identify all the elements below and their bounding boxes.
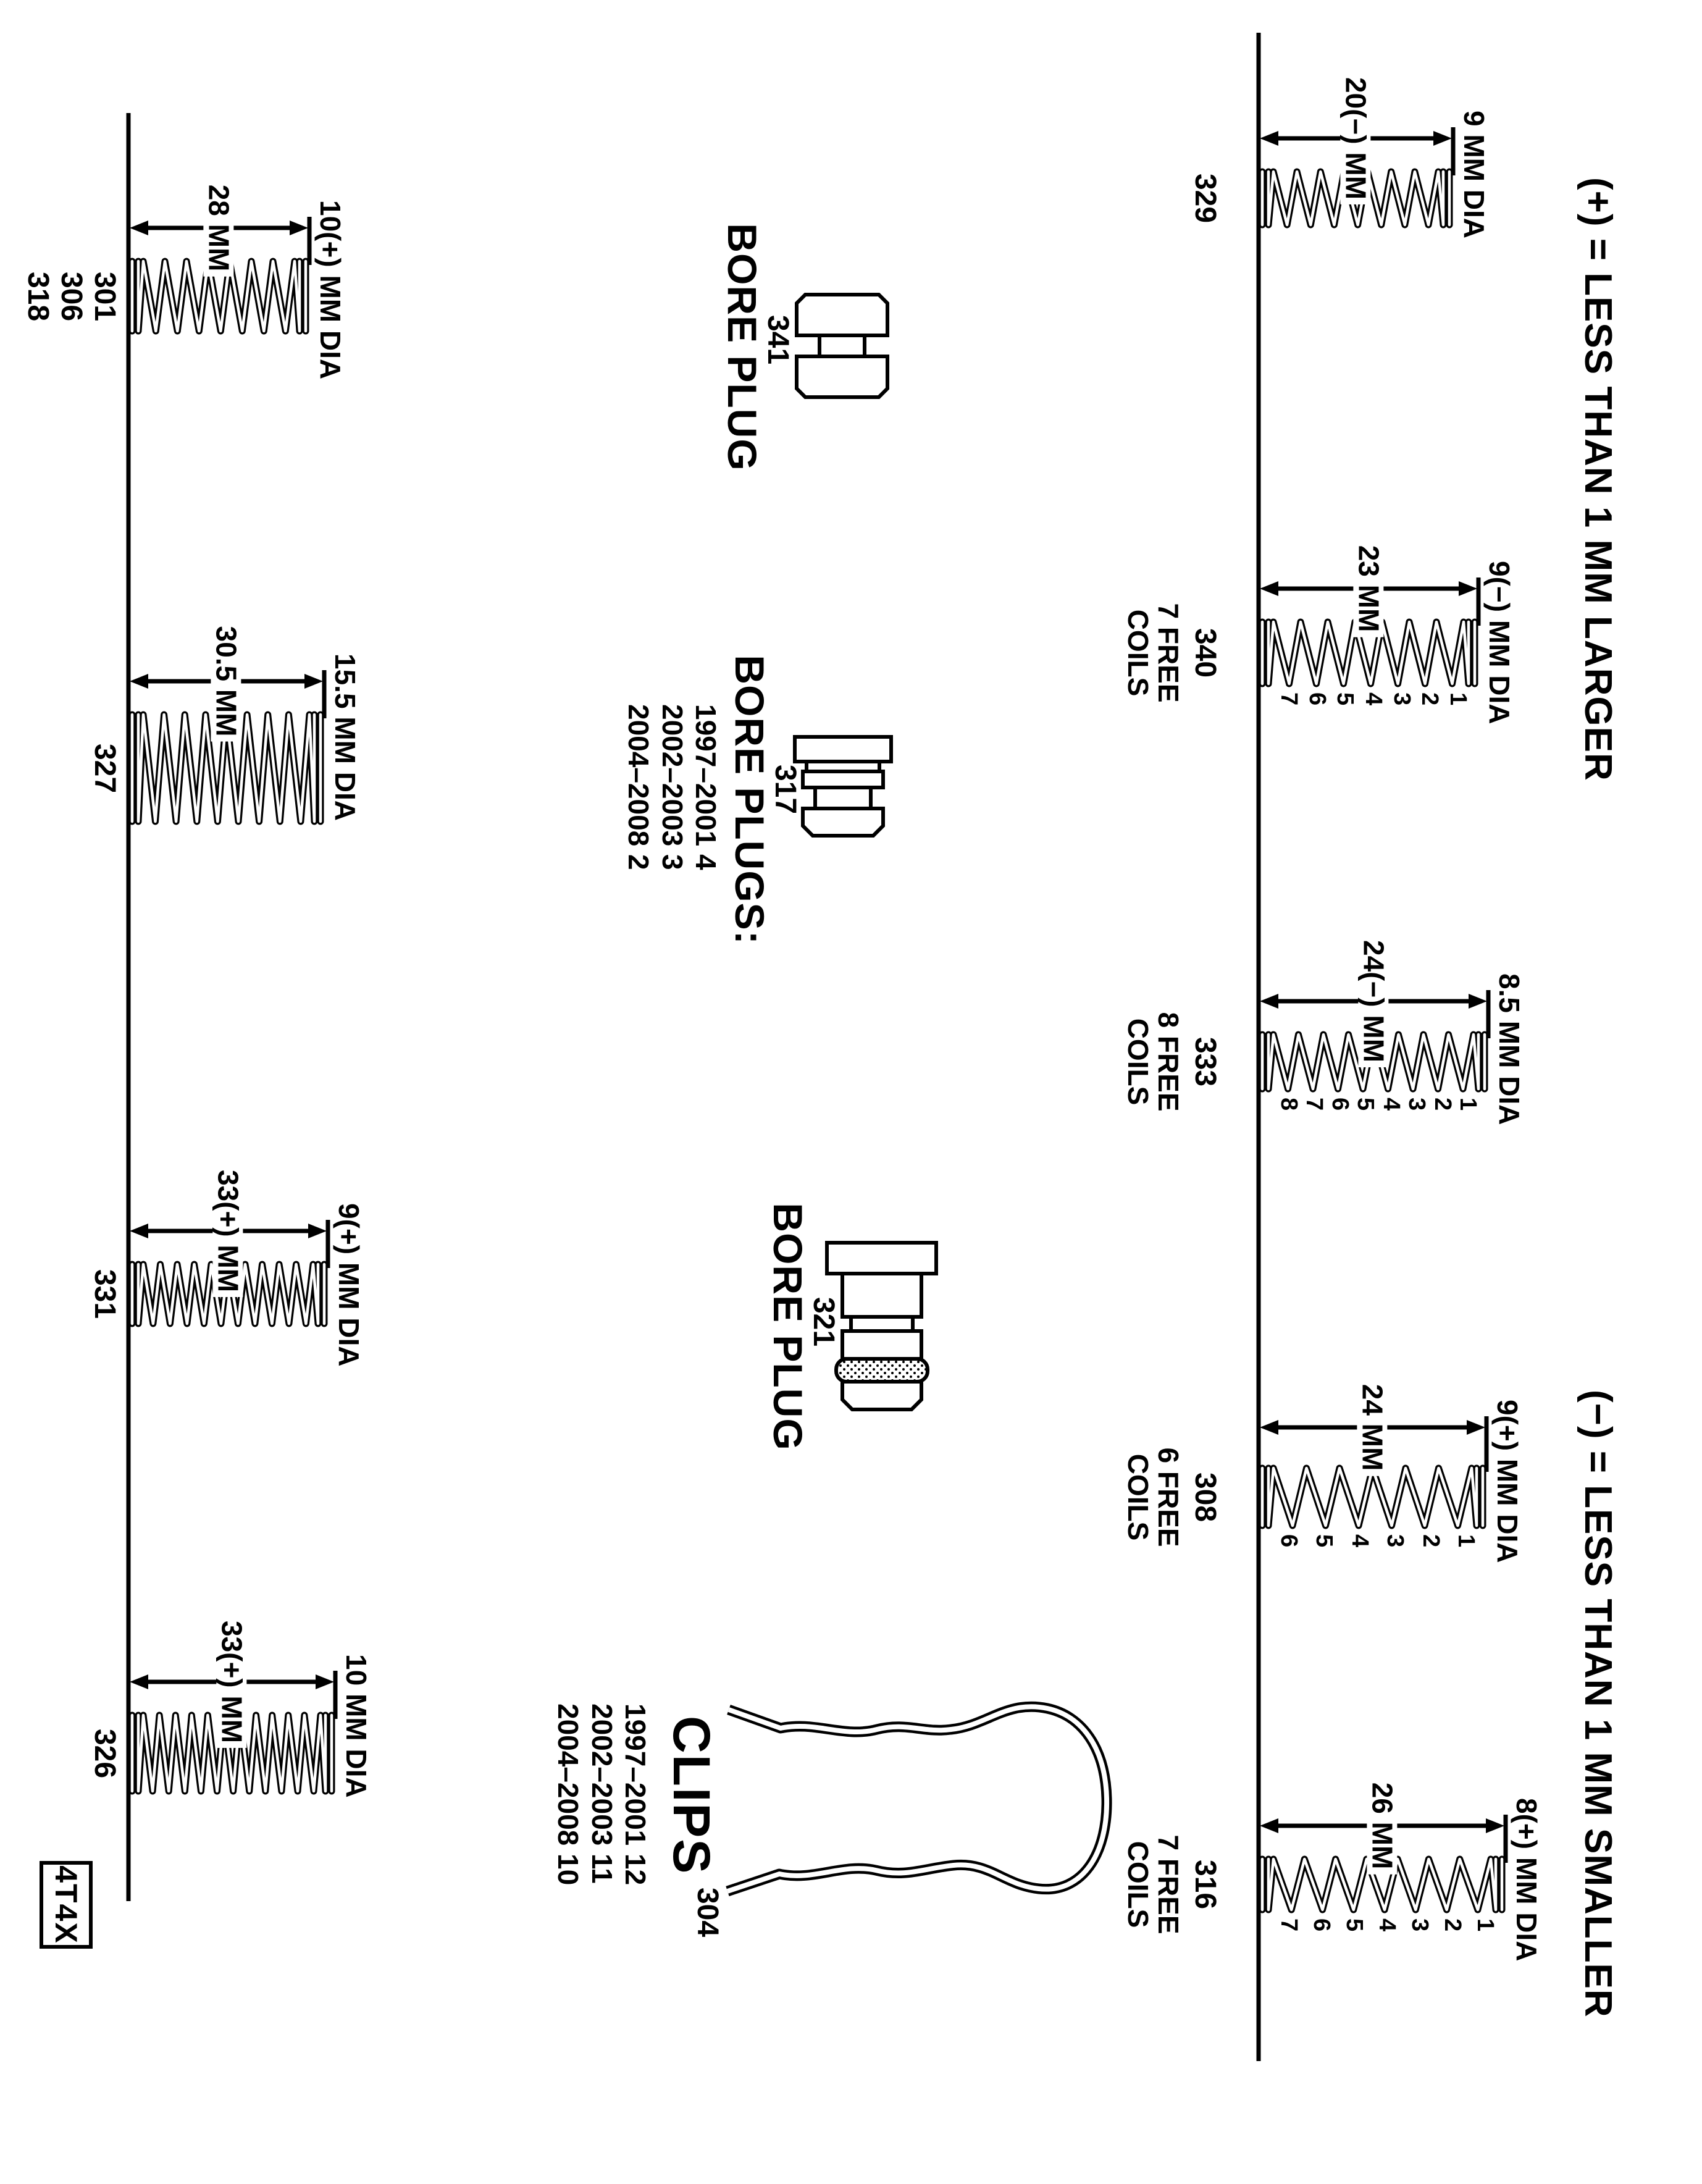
list-item: 2002–2003 11 [585, 1703, 618, 1884]
list-item: 3 [1388, 692, 1415, 706]
part-label-308: 308 [1189, 1472, 1222, 1522]
annotation-minus: (−) = LESS THAN 1 MM SMALLER [1577, 1390, 1619, 2018]
dim-length-333: 24(−) MM [1357, 934, 1390, 1068]
list-item: 1 [1472, 1918, 1498, 1932]
list-item: 301 [88, 271, 121, 322]
list-item: 1 [1445, 692, 1471, 706]
list-item: 2004–2008 2 [623, 704, 655, 870]
list-item: 6 [1327, 1098, 1353, 1111]
list-item: 2004–2008 10 [552, 1703, 585, 1886]
dim-length-327: 30.5 MM [210, 621, 242, 742]
dim-length-329: 20(−) MM [1339, 72, 1372, 205]
dim-length-301: 28 MM [203, 179, 235, 277]
dim-diameter-329: 9 MM DIA [1458, 111, 1490, 238]
list-item: 1997–2001 4 [690, 704, 722, 870]
list-item: 306 [55, 271, 88, 322]
list-item: 5 [1352, 1098, 1379, 1111]
list-item: 2 [1440, 1918, 1465, 1932]
list-item: 7 [1301, 1098, 1328, 1111]
part-label-317: 317 [769, 764, 802, 815]
list-item: 1 [1455, 1098, 1481, 1111]
free-coils-340: 7 FREE COILS [1122, 603, 1184, 703]
dim-diameter-326: 10 MM DIA [340, 1654, 372, 1798]
dim-diameter-308: 9(+) MM DIA [1491, 1400, 1524, 1563]
title-bore-plug-341: BORE PLUG [719, 223, 765, 471]
dim-diameter-301: 10(+) MM DIA [314, 200, 346, 380]
dim-length-308: 24 MM [1356, 1379, 1388, 1476]
list-item: 4 [1360, 692, 1387, 706]
list-item: 331 [88, 1269, 121, 1319]
clip-304-drawing [726, 1701, 1112, 1897]
dim-length-331: 33(+) MM [212, 1164, 244, 1298]
list-item: 1 [1453, 1534, 1479, 1548]
list-item: 5 [1311, 1534, 1338, 1548]
part-label-329: 329 [1189, 173, 1222, 224]
part-label-327: 327 [88, 744, 121, 793]
list-item: 5 [1341, 1918, 1367, 1932]
list-item: 7 [1276, 1918, 1302, 1932]
title-bore-plugs-317: BORE PLUGS: [727, 655, 773, 945]
list-item: 4 [1346, 1534, 1373, 1548]
list-item: 2002–2003 3 [656, 704, 689, 870]
list-item: 4 [1374, 1918, 1400, 1932]
dim-length-326: 33(+) MM [216, 1615, 248, 1749]
list-item: 5 [1332, 692, 1359, 706]
list-item: 7 [1276, 692, 1302, 706]
free-coils-316: 7 FREE COILS [1122, 1834, 1184, 1934]
spring-drawing-327 [128, 670, 327, 825]
dim-length-316: 26 MM [1366, 1777, 1398, 1875]
title-clips-304: CLIPS [663, 1716, 721, 1875]
list-item: 3 [1382, 1534, 1409, 1548]
figure-code: 4T4X [49, 1865, 83, 1944]
list-item: 3 [1404, 1098, 1430, 1111]
list-item: 2 [1417, 692, 1443, 706]
list-item: 327 [88, 743, 121, 794]
dim-diameter-340: 9(−) MM DIA [1483, 561, 1515, 724]
spring-drawing-340 [1259, 578, 1481, 687]
list-item: 2 [1417, 1534, 1444, 1548]
part-label-341: 341 [761, 314, 794, 365]
bore-plug-317-drawing [793, 735, 893, 838]
list-item: 2 [1429, 1098, 1456, 1111]
free-coils-333: 8 FREE COILS [1122, 1012, 1184, 1112]
part-label-321: 321 [807, 1296, 840, 1347]
list-item: 318 [22, 271, 55, 322]
bore-plug-321-drawing [825, 1241, 938, 1411]
part-label-316: 316 [1189, 1859, 1222, 1910]
annotation-plus: (+) = LESS THAN 1 MM LARGER [1577, 177, 1619, 781]
dim-length-340: 23 MM [1352, 540, 1385, 637]
part-label-304: 304 [691, 1887, 724, 1938]
list-item: 1997–2001 12 [619, 1703, 652, 1886]
list-item: 8 [1276, 1098, 1302, 1111]
bore-plug-341-drawing [795, 293, 889, 399]
list-item: 3 [1407, 1918, 1433, 1932]
part-label-326: 326 [88, 1729, 121, 1778]
dim-diameter-316: 8(+) MM DIA [1511, 1798, 1543, 1962]
list-item: 6 [1309, 1918, 1335, 1932]
part-label-331: 331 [88, 1269, 121, 1319]
list-item: 4 [1378, 1098, 1404, 1111]
dim-diameter-333: 8.5 MM DIA [1493, 973, 1525, 1125]
list-item: 6 [1304, 692, 1330, 706]
spring-drawing-301 [128, 217, 312, 335]
spring-drawing-329 [1259, 127, 1456, 229]
title-bore-plug-321: BORE PLUG [765, 1203, 811, 1451]
figure-code-box: 4T4X [40, 1861, 93, 1949]
part-label-333: 333 [1189, 1036, 1222, 1087]
dim-diameter-327: 15.5 MM DIA [329, 653, 361, 821]
dim-diameter-331: 9(+) MM DIA [333, 1203, 365, 1367]
list-item: 6 [1276, 1534, 1302, 1548]
free-coils-308: 6 FREE COILS [1122, 1447, 1184, 1547]
part-label-340: 340 [1189, 628, 1222, 678]
list-item: 326 [88, 1728, 121, 1779]
